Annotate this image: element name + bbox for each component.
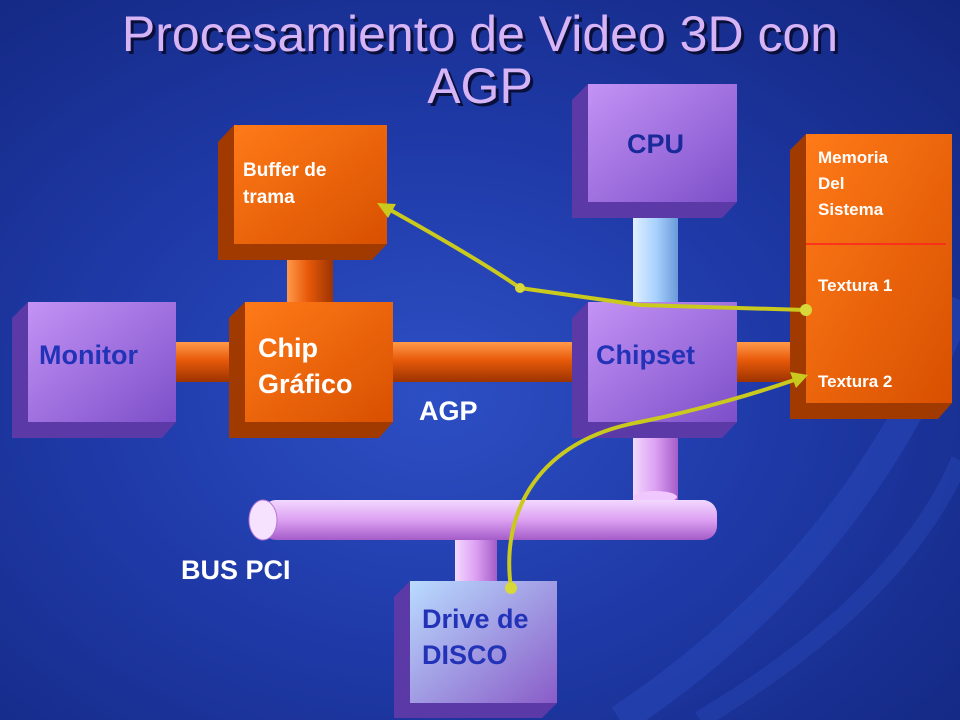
cpu-block — [572, 84, 737, 218]
chipset-block — [572, 302, 737, 438]
cpu-label: CPU — [627, 129, 685, 159]
arrow-head — [790, 372, 808, 388]
chipset-memory-pipe — [730, 342, 806, 382]
pci-bus-label: BUS PCI — [181, 555, 291, 585]
memoria-del-sistema-block — [790, 134, 952, 419]
buffer-de-trama-block — [218, 125, 387, 260]
chip-grafico-label: Chip Gráfico — [258, 333, 353, 399]
pci-bus-pipes — [248, 420, 717, 588]
chip-grafico-block — [229, 302, 393, 438]
monitor-label: Monitor — [39, 340, 138, 370]
agp-bus-label: AGP — [419, 396, 478, 426]
drive-de-disco-label: Drive de DISCO — [422, 604, 529, 670]
monitor-block — [12, 302, 176, 438]
drive-de-disco-block — [394, 581, 557, 718]
memoria-del-sistema-label: Memoria Del Sistema — [818, 148, 888, 219]
texture1-to-buffer-arrow — [377, 203, 812, 316]
decorative-swoosh — [695, 456, 960, 720]
disk-to-texture2-arrow — [505, 372, 808, 594]
arrow-tail-dot — [800, 304, 812, 316]
agp-pipe — [385, 342, 585, 382]
pci-bus-end-cap — [248, 499, 278, 541]
textura-1-label: Textura 1 — [818, 276, 893, 295]
textura-2-label: Textura 2 — [818, 372, 893, 391]
pci-bus-pipe — [262, 500, 717, 540]
arrow-head — [377, 203, 396, 218]
chipset-label: Chipset — [596, 340, 696, 370]
slide-title: Procesamiento de Video 3D con AGP — [121, 6, 839, 114]
arrow-tail-dot — [505, 582, 517, 594]
buffer-de-trama-label: Buffer de trama — [243, 160, 327, 208]
cpu-pipe — [633, 206, 678, 305]
arrow-joint-dot — [515, 283, 525, 293]
